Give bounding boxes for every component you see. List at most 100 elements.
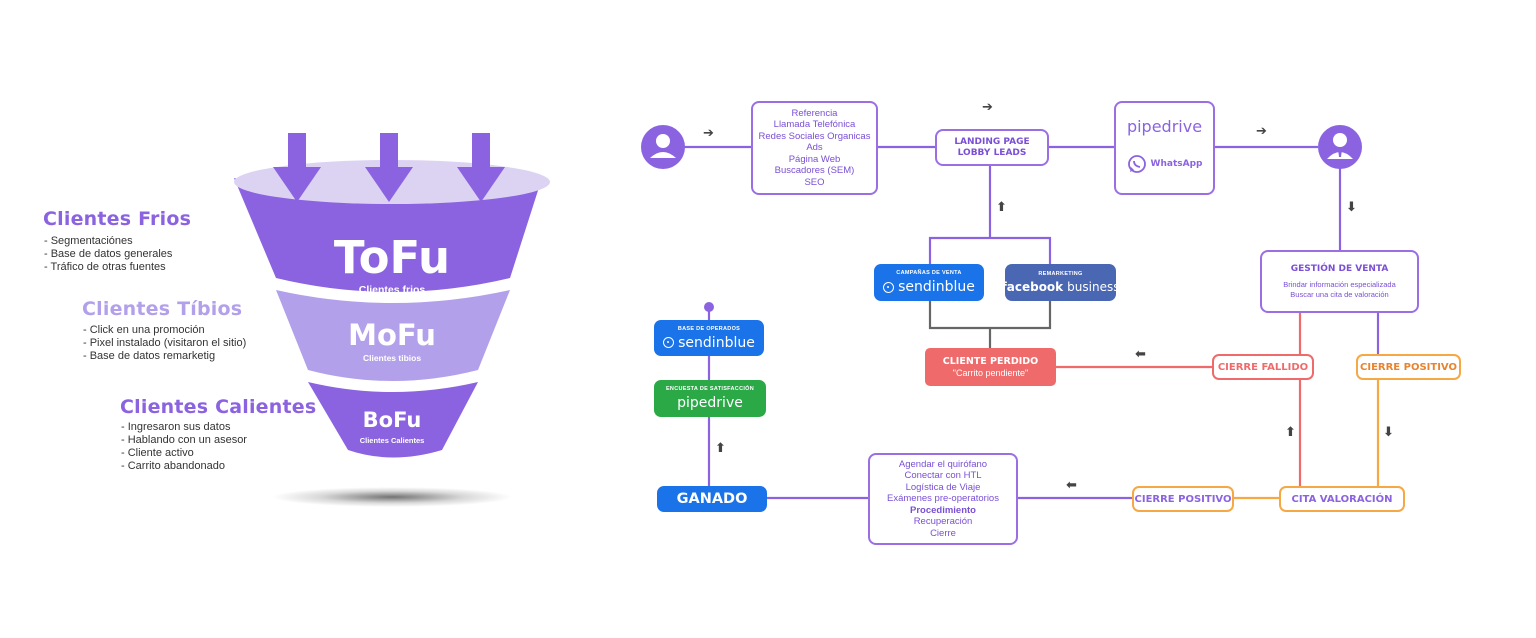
cierre-fallido-box: CIERRE FALLIDO [1212,354,1314,380]
connector [928,236,1052,264]
whatsapp-label: WhatsApp [1150,159,1203,169]
procedure-step: Agendar el quirófano [898,458,988,470]
cliente-perdido-title: CLIENTE PERDIDO [942,356,1039,367]
brand-name-light: business [1067,280,1120,294]
segment-title-warm: Clientes Tíbios [82,298,243,320]
landing-line: LANDING PAGE [954,136,1030,147]
segment-item: - Base de datos remarketig [83,350,216,362]
arrow-left-icon: ⬅ [1135,347,1146,362]
cierre-positivo-bottom-box: CIERRE POSITIVO [1132,486,1234,512]
segment-list-hot: - Ingresaron sus datos - Hablando con un… [121,421,247,473]
arrow-up-icon: ⬆ [1285,425,1296,440]
user-avatar-icon [641,125,685,169]
procedure-step: Exámenes pre-operatorios [887,493,999,505]
cierre-positivo-right-box: CIERRE POSITIVO [1356,354,1461,380]
arrow-right-icon: ➔ [1256,124,1267,139]
arrow-right-icon: ➔ [982,100,993,115]
connector-dot [704,302,714,312]
sendinblue-base-card: BASE DE OPERADOS sendinblue [654,320,764,356]
cliente-perdido-box: CLIENTE PERDIDO "Carrito pendiente" [925,348,1056,386]
card-brand: pipedrive [677,395,743,411]
whatsapp-icon [1127,155,1146,173]
segment-item: - Segmentaciónes [44,235,133,247]
source-item: Referencia [791,107,838,119]
pipedrive-logo: pipedrive [1126,117,1203,136]
segment-item: - Hablando con un asesor [121,434,247,446]
sendinblue-icon [883,281,895,293]
segment-item: - Pixel instalado (visitaron el sitio) [83,337,247,349]
source-item: SEO [804,176,825,188]
sales-funnel [234,133,550,507]
gestion-venta-box: GESTIÓN DE VENTA Brindar información esp… [1260,250,1419,313]
segment-item: - Base de datos generales [44,248,173,260]
brand-name-bold: facebook [1001,280,1064,294]
crm-box: pipedrive WhatsApp [1114,101,1215,195]
card-caption: BASE DE OPERADOS [677,325,741,332]
procedimiento-box: Agendar el quirófano Conectar con HTL Lo… [868,453,1018,545]
procedure-step: Cierre [930,527,956,539]
source-item: Buscadores (SEM) [774,165,855,177]
mofu-segment [276,290,510,381]
brand-name: sendinblue [678,334,755,351]
tofu-title: ToFu [333,231,451,284]
card-brand: facebook business [1002,280,1120,294]
arrow-left-icon: ⬅ [1066,478,1077,493]
segment-title-cold: Clientes Frios [43,208,192,230]
segment-item: - Ingresaron sus datos [121,421,231,433]
down-arrow-icon [457,133,505,202]
arrow-down-icon: ⬇ [1346,200,1357,215]
segment-title-hot: Clientes Calientes [120,396,317,418]
source-item: Redes Sociales Organicas [758,130,871,142]
segment-item: - Tráfico de otras fuentes [44,261,166,273]
lead-sources-box: Referencia Llamada Telefónica Redes Soci… [751,101,878,195]
gestion-title: GESTIÓN DE VENTA [1290,263,1389,274]
arrow-up-icon: ⬆ [715,441,726,456]
arrow-right-icon: ➔ [703,126,714,141]
gestion-line: Buscar una cita de valoración [1290,289,1389,299]
tofu-subtitle: Clientes frios [358,284,426,296]
card-caption: REMARKETING [1038,271,1083,277]
brand-name: sendinblue [898,279,975,295]
funnel-shadow [272,487,512,507]
cliente-perdido-subtitle: "Carrito pendiente" [952,368,1029,378]
down-arrow-icon [273,133,321,202]
procedure-step: Procedimiento [910,504,976,516]
arrow-up-icon: ⬆ [996,200,1007,215]
bofu-segment [308,382,478,458]
cita-valoracion-box: CITA VALORACIÓN [1279,486,1405,512]
user-avatar-icon [1318,125,1362,169]
pipedrive-survey-card: ENCUESTA DE SATISFACCIÓN pipedrive [654,380,766,417]
card-brand: sendinblue [663,335,755,351]
segment-list-warm: - Click en una promoción - Pixel instala… [83,324,246,363]
facebook-remarketing-card: REMARKETING facebook business [1002,264,1119,301]
card-caption: CAMPAÑAS DE VENTA [896,270,962,276]
card-brand: sendinblue [883,279,975,295]
source-item: Llamada Telefónica [773,119,856,131]
ganado-box: GANADO [657,486,767,512]
gestion-line: Brindar información especializada [1283,279,1396,289]
tofu-segment [234,178,542,292]
sendinblue-icon [663,337,675,348]
landing-page-box: LANDING PAGE LOBBY LEADS [935,129,1049,166]
bofu-title: BoFu [362,408,422,432]
mofu-title: MoFu [348,318,436,352]
procedure-step: Conectar con HTL [904,470,982,482]
segment-item: - Click en una promoción [83,324,205,336]
source-item: Ads [806,142,823,154]
connector [928,300,1052,330]
down-arrow-icon [365,133,413,202]
card-caption: ENCUESTA DE SATISFACCIÓN [665,386,755,392]
bofu-subtitle: Clientes Calientes [359,436,425,445]
segment-item: - Carrito abandonado [121,460,225,472]
mofu-subtitle: Clientes tibios [362,353,422,363]
whatsapp-row: WhatsApp [1127,154,1203,174]
source-item: Página Web [788,153,841,165]
segment-item: - Cliente activo [121,447,194,459]
arrow-down-icon: ⬇ [1383,425,1394,440]
procedure-step: Logística de Viaje [905,481,981,493]
procedure-step: Recuperación [913,516,973,528]
landing-line: LOBBY LEADS [957,147,1027,158]
segment-list-cold: - Segmentaciónes - Base de datos general… [44,235,172,274]
sendinblue-campaign-card: CAMPAÑAS DE VENTA sendinblue [874,264,984,301]
